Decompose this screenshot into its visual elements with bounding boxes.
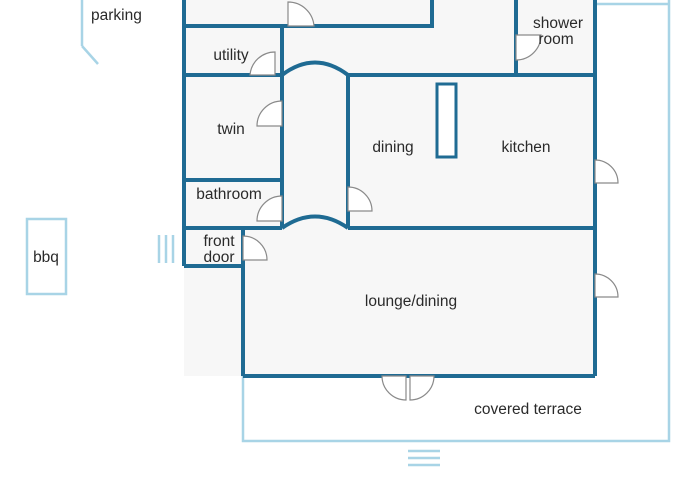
label-room: room (538, 31, 573, 48)
bbq-outline (25, 217, 68, 296)
label-utility: utility (213, 47, 249, 64)
room-fills (184, 0, 595, 376)
label-lounge-dining: lounge/dining (365, 293, 457, 310)
terrace-steps-icon (408, 449, 440, 467)
door-front-icon (242, 235, 268, 261)
door-bathroom-icon (256, 195, 283, 222)
terrace-outline (241, 0, 671, 443)
front-steps-icon (157, 235, 175, 263)
label-kitchen: kitchen (501, 139, 550, 156)
door-terrace-right-icon (409, 375, 435, 401)
door-lounge-side-icon (594, 273, 619, 298)
door-kitchen-icon (594, 159, 619, 184)
label-door: door (203, 249, 234, 266)
label-dining: dining (372, 139, 413, 156)
label-bbq: bbq (33, 249, 59, 266)
label-twin: twin (217, 121, 245, 138)
label-front: front (203, 233, 235, 250)
door-shower-icon (515, 34, 542, 61)
label-covered-terrace: covered terrace (474, 401, 582, 418)
label-parking: parking (91, 7, 142, 24)
parking-outline (80, 0, 99, 65)
door-twin-icon (256, 100, 283, 127)
doors (242, 1, 619, 401)
door-utility-icon (249, 51, 276, 76)
door-dining-icon (347, 186, 373, 212)
label-bathroom: bathroom (196, 186, 261, 203)
door-terrace-left-icon (381, 375, 407, 401)
door-top-room-icon (287, 1, 315, 27)
label-shower: shower (533, 15, 583, 32)
